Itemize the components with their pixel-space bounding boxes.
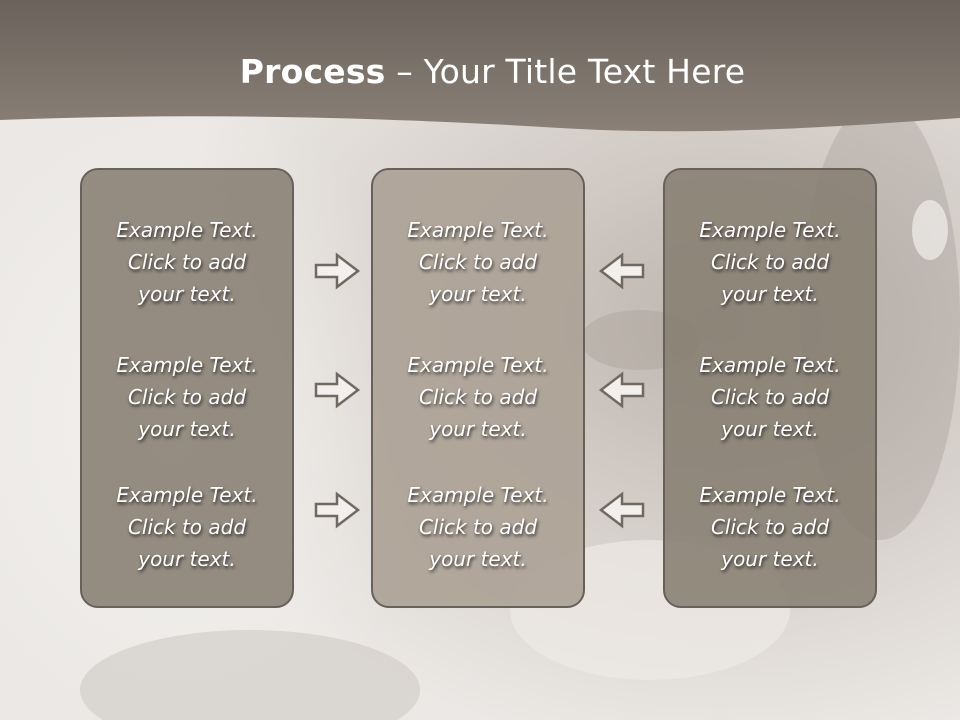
text-line: your text. — [429, 282, 527, 306]
middle-text-panel[interactable]: Example Text. Click to add your text. Ex… — [371, 168, 585, 608]
text-line: your text. — [721, 547, 819, 571]
text-line: Click to add — [127, 250, 247, 274]
text-line: Example Text. — [407, 218, 549, 242]
text-line: Click to add — [418, 250, 538, 274]
title-rest: – Your Title Text Here — [385, 52, 746, 91]
text-line: Example Text. — [699, 353, 841, 377]
arrow-right-icon — [314, 371, 361, 409]
text-line: your text. — [721, 282, 819, 306]
text-block[interactable]: Example Text. Click to add your text. — [373, 479, 583, 575]
text-line: Click to add — [127, 515, 247, 539]
text-line: Example Text. — [699, 483, 841, 507]
text-line: Click to add — [710, 515, 830, 539]
arrow-left-icon — [598, 252, 645, 290]
arrow-left-icon — [598, 371, 645, 409]
right-text-panel[interactable]: Example Text. Click to add your text. Ex… — [663, 168, 877, 608]
text-line: your text. — [138, 417, 236, 441]
text-line: Click to add — [710, 250, 830, 274]
title-bold: Process — [239, 52, 386, 91]
text-block[interactable]: Example Text. Click to add your text. — [82, 214, 292, 310]
text-block[interactable]: Example Text. Click to add your text. — [373, 214, 583, 310]
text-line: Click to add — [710, 385, 830, 409]
arrow-right-icon — [314, 491, 361, 529]
text-block[interactable]: Example Text. Click to add your text. — [373, 349, 583, 445]
text-line: your text. — [721, 417, 819, 441]
text-line: your text. — [429, 417, 527, 441]
arrow-right-icon — [314, 252, 361, 290]
text-line: Example Text. — [699, 218, 841, 242]
text-line: Example Text. — [407, 483, 549, 507]
text-line: Click to add — [418, 385, 538, 409]
text-line: your text. — [138, 282, 236, 306]
text-line: your text. — [429, 547, 527, 571]
text-line: Example Text. — [116, 218, 258, 242]
text-block[interactable]: Example Text. Click to add your text. — [665, 479, 875, 575]
arrow-left-icon — [598, 491, 645, 529]
slide-title[interactable]: Process – Your Title Text Here — [0, 52, 960, 91]
text-block[interactable]: Example Text. Click to add your text. — [82, 349, 292, 445]
text-block[interactable]: Example Text. Click to add your text. — [665, 214, 875, 310]
text-line: Example Text. — [407, 353, 549, 377]
text-line: your text. — [138, 547, 236, 571]
left-text-panel[interactable]: Example Text. Click to add your text. Ex… — [80, 168, 294, 608]
text-line: Example Text. — [116, 483, 258, 507]
text-line: Example Text. — [116, 353, 258, 377]
text-block[interactable]: Example Text. Click to add your text. — [665, 349, 875, 445]
text-line: Click to add — [127, 385, 247, 409]
text-line: Click to add — [418, 515, 538, 539]
text-block[interactable]: Example Text. Click to add your text. — [82, 479, 292, 575]
